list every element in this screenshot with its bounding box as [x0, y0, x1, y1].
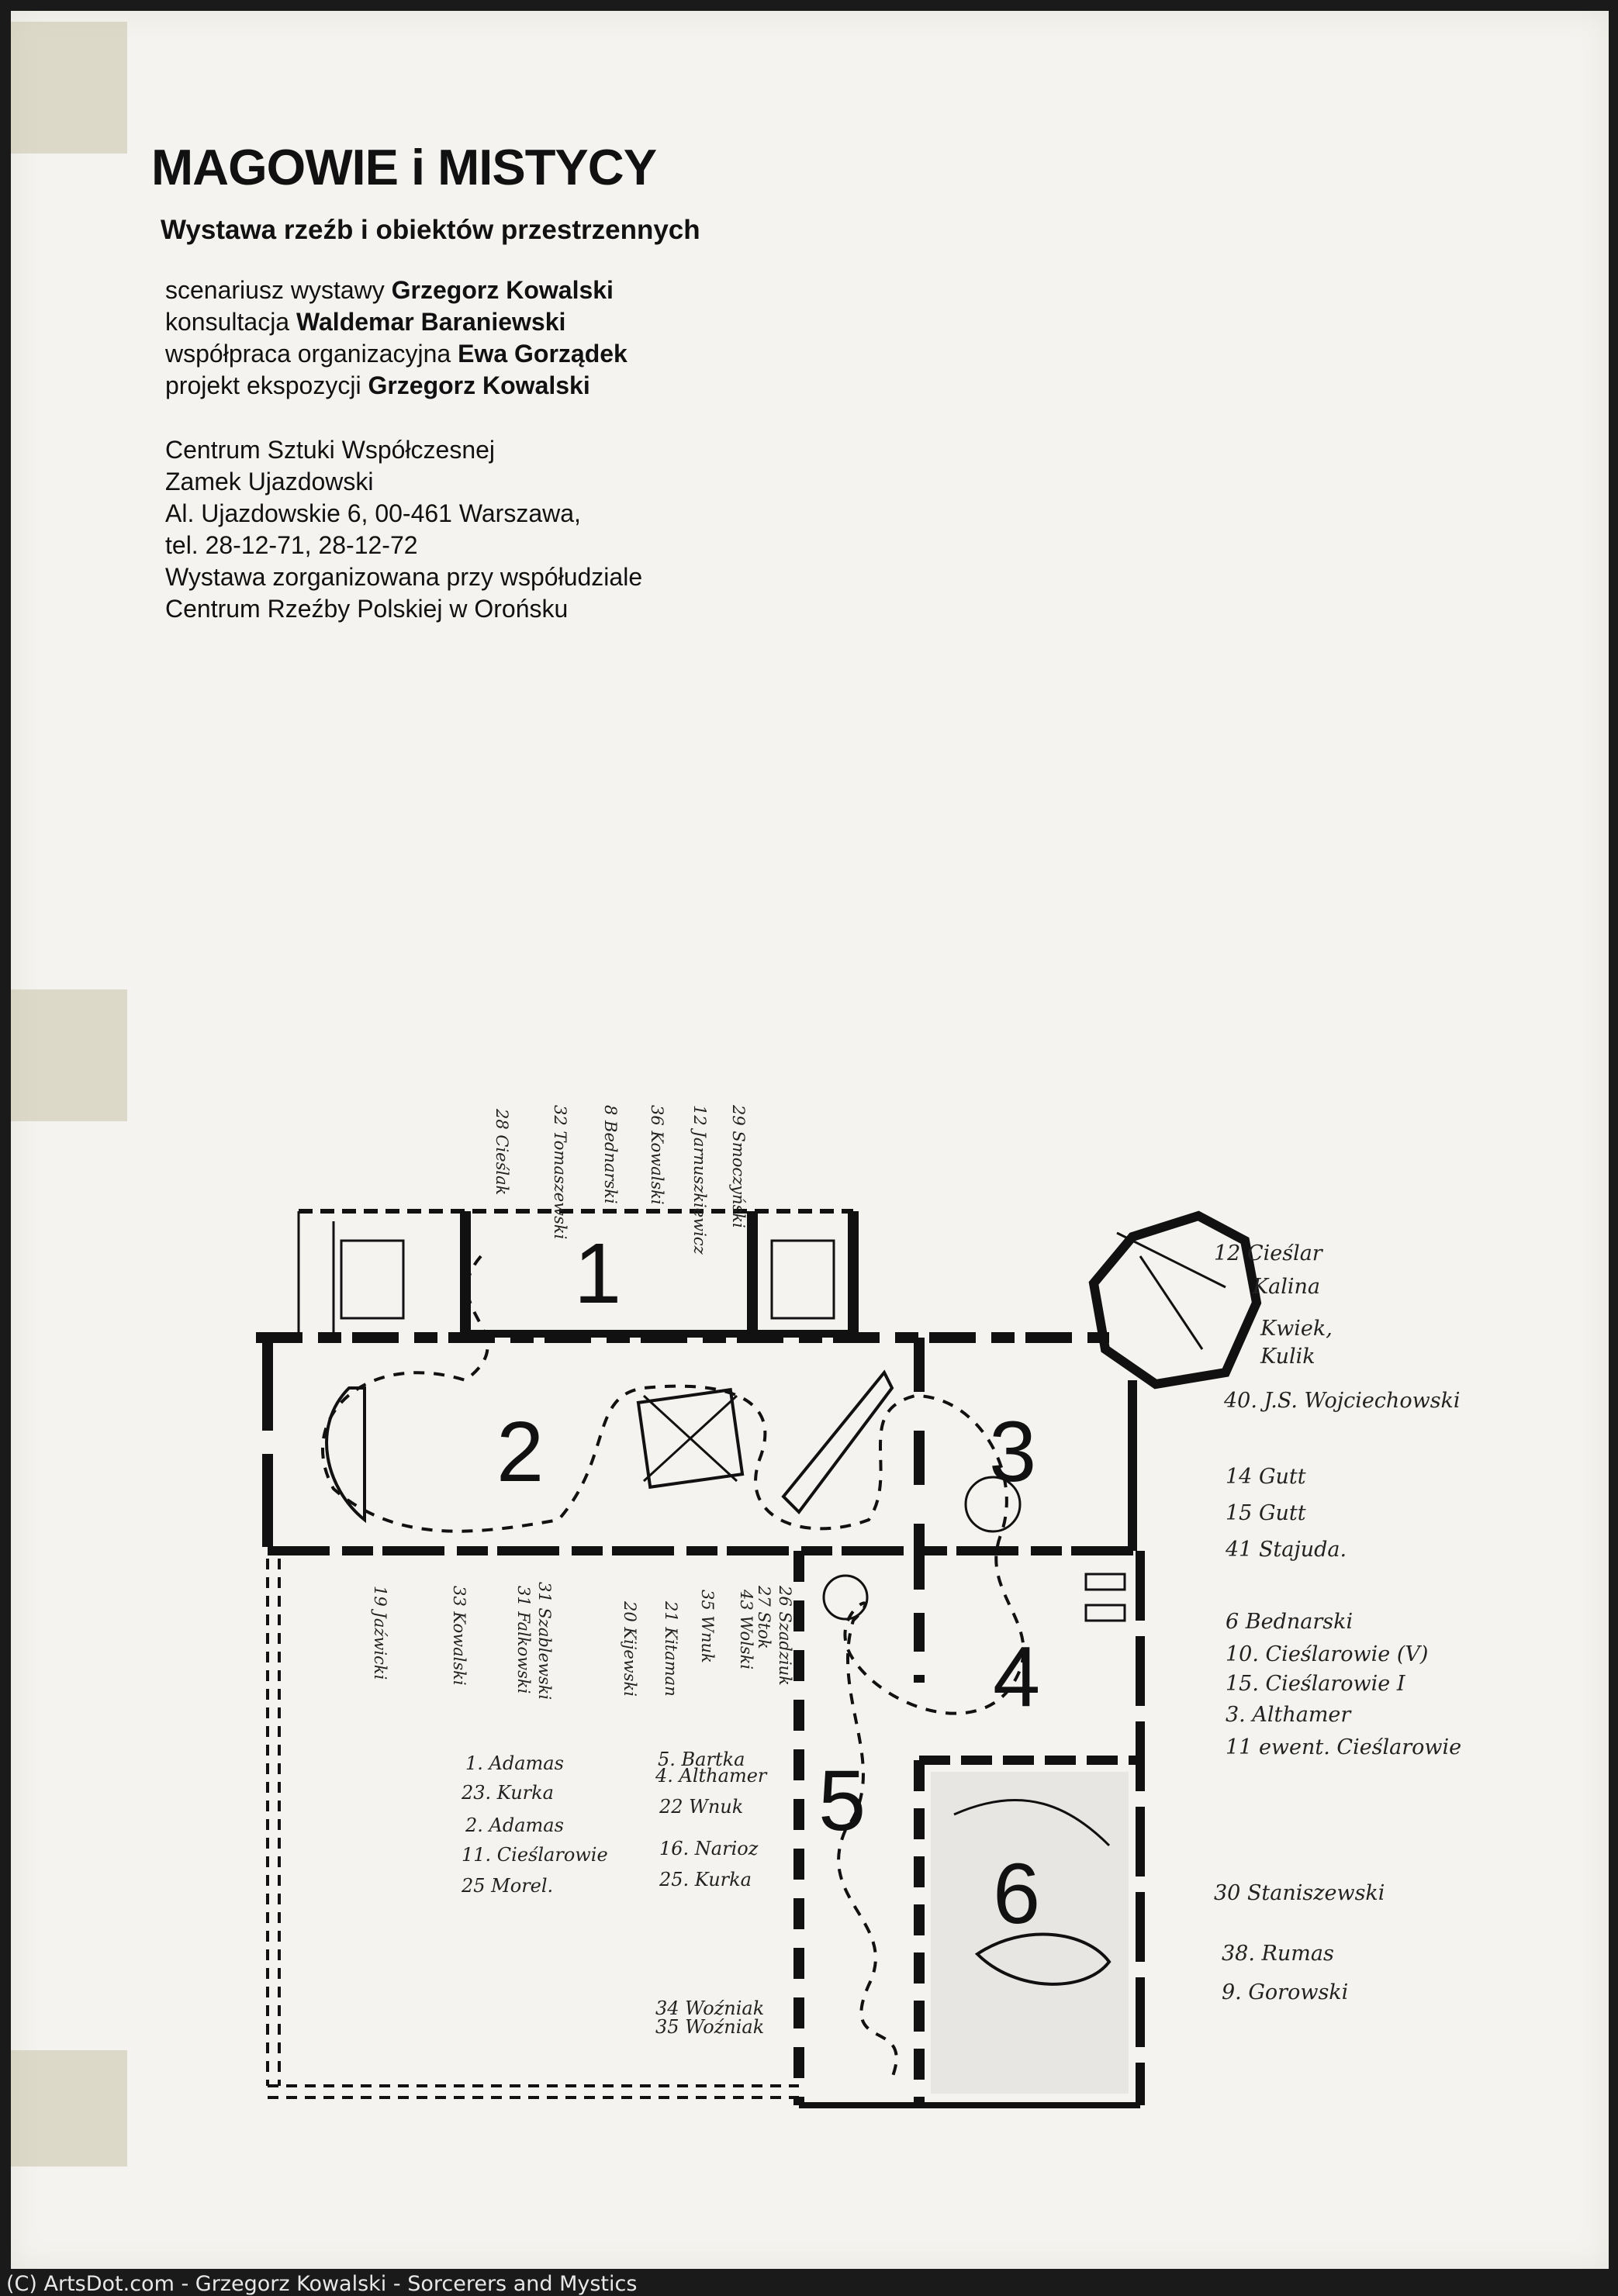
exhibition-title: MAGOWIE i MISTYCY	[151, 139, 657, 195]
lower-hall-walls	[266, 1559, 799, 2099]
artist-label: 19 Jaźwicki	[371, 1586, 389, 1680]
credits-block: scenariusz wystawy Grzegorz Kowalski kon…	[165, 274, 627, 402]
artist-label: Kalina	[1252, 1275, 1320, 1299]
artist-label: 11. Cieślarowie	[462, 1844, 608, 1866]
credit-line: konsultacja Waldemar Baraniewski	[165, 308, 566, 336]
room-number: 1	[574, 1226, 621, 1321]
sculpture	[781, 1369, 894, 1515]
address-line: Centrum Rzeźby Polskiej w Orońsku	[165, 595, 569, 623]
artist-label: 3. Althamer	[1226, 1703, 1352, 1727]
room-4-5-6-walls	[793, 1551, 1145, 2108]
artist-label: 43 Wolski	[737, 1589, 755, 1669]
artist-label: 15 Gutt	[1226, 1501, 1306, 1525]
artist-label: 16. Narioz	[659, 1838, 759, 1859]
sculpture	[974, 1932, 1112, 1986]
room-number: 6	[993, 1846, 1040, 1942]
artist-label: Kulik	[1260, 1345, 1315, 1369]
texture-area	[931, 1772, 1129, 2094]
tape-strip	[11, 2050, 127, 2167]
room-number: 5	[818, 1753, 866, 1849]
artist-label: 11 ewent. Cieślarowie	[1226, 1735, 1461, 1759]
artist-label: 25. Kurka	[659, 1869, 752, 1890]
artist-label: 35 Wnuk	[698, 1590, 717, 1663]
artist-label: 10. Cieślarowie (V)	[1226, 1642, 1428, 1666]
room-2-3-walls	[256, 1332, 1140, 1555]
artist-label: 34 Woźniak	[655, 1997, 764, 2019]
artist-label: 5. Bartka	[658, 1749, 745, 1770]
artist-label: 36 Kowalski	[648, 1105, 666, 1205]
artist-label: 35 Woźniak	[655, 2016, 764, 2038]
credit-line: współpraca organizacyjna Ewa Gorządek	[165, 340, 627, 368]
sculpture	[636, 1387, 745, 1490]
artist-label: 30 Staniszewski	[1214, 1881, 1385, 1905]
exhibition-subtitle: Wystawa rzeźb i obiektów przestrzennych	[161, 215, 700, 245]
artist-label: 12 Cieślar	[1214, 1241, 1324, 1265]
artist-label: 6 Bednarski	[1226, 1610, 1353, 1634]
address-block: Centrum Sztuki Współczesnej Zamek Ujazdo…	[165, 434, 642, 625]
document-page	[11, 11, 1609, 2269]
artist-label: 41 Stajuda.	[1225, 1538, 1347, 1562]
artist-label: 27 Stok	[755, 1585, 773, 1649]
address-line: Wystawa zorganizowana przy współudziale	[165, 563, 643, 591]
artist-label: 23. Kurka	[461, 1782, 554, 1804]
artist-label: 15. Cieślarowie I	[1226, 1672, 1406, 1696]
artist-label: 4. Althamer	[655, 1765, 768, 1787]
room-number: 4	[993, 1629, 1040, 1725]
artist-label: 1. Adamas	[465, 1752, 564, 1774]
tape-strip	[11, 22, 127, 154]
address-line: tel. 28-12-71, 28-12-72	[165, 531, 418, 559]
artist-label: 8 Bednarski	[601, 1105, 620, 1204]
address-line: Centrum Sztuki Współczesnej	[165, 436, 496, 464]
artist-label: 28 Cieślak	[493, 1108, 511, 1195]
artist-label: 31 Falkowski	[514, 1586, 533, 1694]
address-line: Zamek Ujazdowski	[165, 468, 374, 495]
artist-label: 40. J.S. Wojciechowski	[1223, 1389, 1461, 1413]
sculpture	[325, 1386, 366, 1524]
artist-label: 14 Gutt	[1226, 1465, 1306, 1489]
sculpture	[1116, 1231, 1226, 1350]
artist-label: 33 Kowalski	[450, 1586, 468, 1686]
artist-label: 25 Morel.	[461, 1875, 553, 1897]
tape-strip	[11, 989, 127, 1121]
artist-label: 20 Kijewski	[621, 1600, 639, 1697]
visitor-path	[321, 1255, 1025, 2079]
artist-label: 31 Szablewski	[535, 1582, 554, 1700]
artist-label: 29 Smoczyński	[729, 1104, 748, 1228]
artist-label: 38. Rumas	[1222, 1942, 1334, 1966]
credit-line: scenariusz wystawy Grzegorz Kowalski	[165, 276, 614, 304]
artist-label: 9. Gorowski	[1222, 1980, 1348, 2004]
room-number: 3	[989, 1404, 1036, 1500]
artist-label: 21 Kitaman	[662, 1600, 680, 1697]
copyright-footer: (C) ArtsDot.com - Grzegorz Kowalski - So…	[6, 2272, 638, 2296]
octagon-room	[1088, 1210, 1262, 1390]
credit-line: projekt ekspozycji Grzegorz Kowalski	[165, 371, 590, 399]
sculpture	[953, 1798, 1111, 1847]
artist-label: 22 Wnuk	[659, 1796, 743, 1818]
artist-label: 26 Szadziuk	[776, 1585, 794, 1686]
artist-label: 32 Tomaszewski	[551, 1105, 569, 1239]
artist-label: 2. Adamas	[465, 1814, 564, 1836]
address-line: Al. Ujazdowskie 6, 00-461 Warszawa,	[165, 499, 581, 527]
artist-label: Kwiek,	[1260, 1317, 1333, 1341]
artist-label: 12 Jarnuszkiewicz	[690, 1105, 709, 1255]
room-number: 2	[496, 1404, 544, 1500]
